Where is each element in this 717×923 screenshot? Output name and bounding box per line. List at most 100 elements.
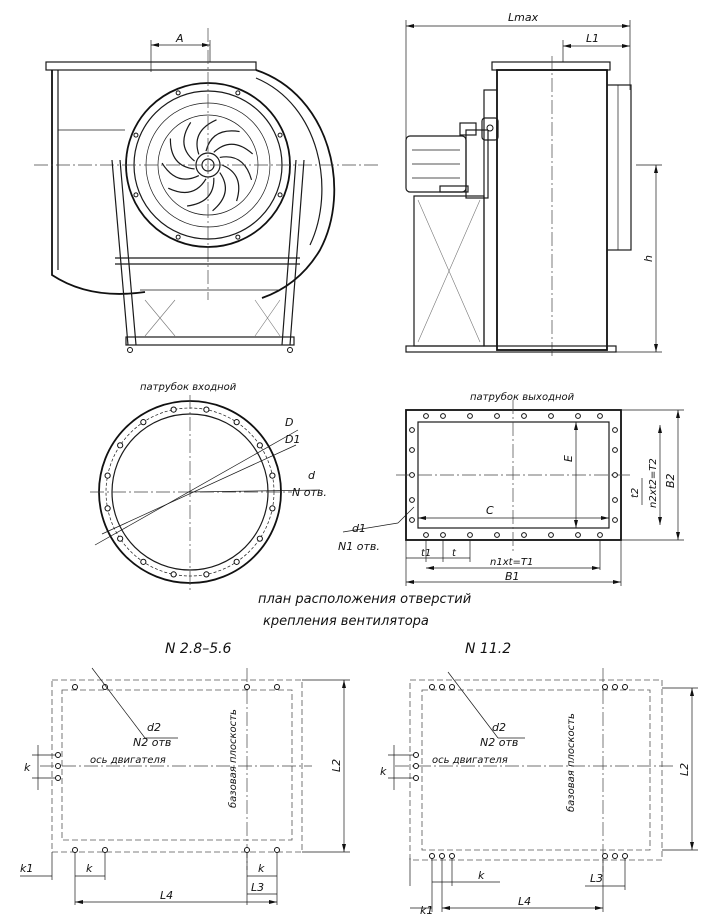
flange-hole — [409, 517, 415, 523]
flange-hole — [409, 427, 415, 433]
flange-hole — [269, 472, 276, 479]
ring-hole — [133, 192, 139, 198]
dim-a-label: A — [175, 32, 184, 45]
flange-hole — [597, 532, 603, 538]
impeller-blade — [196, 119, 217, 155]
fan-front-view: A — [34, 28, 380, 353]
ring-hole — [175, 90, 181, 96]
impeller — [161, 119, 254, 212]
dim-D1-label: D1 — [285, 433, 300, 446]
flange-hole — [597, 413, 603, 419]
impeller-blade — [205, 130, 240, 152]
dim-d1-label: d1 — [352, 522, 366, 535]
flange-hole — [233, 419, 240, 426]
plan-small-L2: L2 — [330, 759, 343, 772]
plan-small-d2: d2 — [147, 721, 161, 734]
dim-t-label: t — [452, 548, 457, 559]
ring-hole — [235, 234, 241, 240]
flange-hole — [467, 413, 473, 419]
hole-plan-large: N 11.2 d2 N2 отв ось двигателя базовая п… — [380, 641, 698, 917]
dim-B2-label: B2 — [664, 473, 677, 488]
flange-hole — [548, 413, 554, 419]
plan-small-k-bottom: k — [86, 862, 93, 875]
dim-t1-label: t1 — [421, 548, 431, 559]
plan-large-k-bottom: k — [478, 869, 485, 882]
flange-hole — [575, 413, 581, 419]
plan-title-line1: план расположения отверстий — [258, 592, 471, 607]
ring-hole — [277, 132, 283, 138]
flange-hole — [612, 427, 618, 433]
flange-hole — [612, 517, 618, 523]
plan-large-holes — [413, 684, 628, 859]
plan-large-L3: L3 — [590, 872, 603, 885]
flange-hole — [409, 447, 415, 453]
impeller-blade — [212, 172, 226, 212]
inlet-flange-view: патрубок входной D D1 d N отв. — [90, 381, 327, 592]
flange-hole — [269, 505, 276, 512]
flange-hole — [409, 497, 415, 503]
outlet-flange-view: патрубок выходной E C B2 n2xt2=T2 t2 — [338, 391, 684, 586]
dim-B1-label: B1 — [505, 570, 520, 583]
plan-small-k-vert: k — [24, 761, 31, 774]
flange-hole — [170, 571, 177, 578]
flange-hole — [548, 532, 554, 538]
flange-hole — [423, 532, 429, 538]
inlet-flange-holes — [104, 406, 276, 578]
impeller-blade — [161, 162, 200, 180]
flange-hole — [203, 406, 210, 413]
plan-large-k-vert: k — [380, 765, 387, 778]
flange-hole — [612, 447, 618, 453]
flange-hole — [104, 505, 111, 512]
flange-hole — [256, 442, 263, 449]
inlet-flange-title: патрубок входной — [140, 381, 237, 393]
plan-small-L4: L4 — [160, 889, 173, 902]
plan-small-k-right: k — [258, 862, 265, 875]
plan-large-k1: k1 — [420, 904, 433, 917]
impeller-blade — [219, 156, 253, 181]
dim-n2t2-label: n2xt2=T2 — [648, 458, 659, 508]
dim-n1t-label: n1xt=T1 — [490, 557, 533, 568]
dim-C-label: C — [486, 504, 494, 517]
flange-hole — [467, 532, 473, 538]
flange-hole — [612, 472, 618, 478]
ring-hole — [235, 90, 241, 96]
ring-hole — [133, 132, 139, 138]
fan-side-view: Lmax L1 h — [405, 11, 662, 356]
impeller-blade — [168, 178, 207, 194]
flange-hole — [140, 558, 147, 565]
flange-hole — [203, 571, 210, 578]
flange-hole — [140, 419, 147, 426]
inlet-ring-holes — [133, 90, 283, 240]
impeller-blade — [187, 177, 215, 207]
dim-d-label: d — [308, 469, 316, 482]
plan-small-base-plane: базовая плоскость — [227, 709, 239, 808]
flange-hole — [104, 472, 111, 479]
flange-hole — [612, 497, 618, 503]
plan-small-holes — [55, 684, 280, 853]
outlet-flange-holes — [409, 413, 618, 538]
plan-large-L4: L4 — [518, 895, 531, 908]
impeller-blade — [169, 138, 195, 170]
dim-t2-label: t2 — [630, 488, 641, 498]
flange-hole — [409, 472, 415, 478]
plan-small-n2-otv: N2 отв — [133, 736, 171, 749]
plan-small-L3: L3 — [251, 881, 264, 894]
dim-n-otv-label: N отв. — [292, 486, 327, 499]
ring-hole — [175, 234, 181, 240]
dim-n1-otv-label: N1 отв. — [338, 540, 380, 553]
flange-hole — [494, 532, 500, 538]
flange-hole — [440, 532, 446, 538]
flange-hole — [440, 413, 446, 419]
flange-hole — [575, 532, 581, 538]
plan-large-motor-axis: ось двигателя — [432, 755, 508, 766]
plan-small-motor-axis: ось двигателя — [90, 755, 166, 766]
plan-small-k1: k1 — [20, 862, 33, 875]
flange-hole — [170, 406, 177, 413]
flange-hole — [423, 413, 429, 419]
ring-hole — [277, 192, 283, 198]
impeller-blade — [221, 164, 240, 202]
plan-large-d2: d2 — [492, 721, 506, 734]
flange-hole — [521, 413, 527, 419]
dim-D-label: D — [285, 416, 293, 429]
